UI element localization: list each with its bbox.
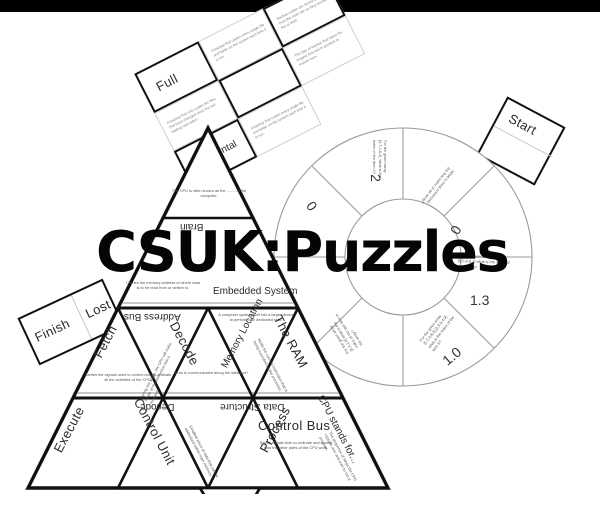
csuk-puzzles-wordmark: CSUK:Puzzles bbox=[96, 220, 510, 285]
cpu-tarsia-triangle-puzzle: The CPU is often known as the ........ o… bbox=[22, 122, 394, 494]
grid-label-full: Full bbox=[153, 70, 181, 95]
array-index-wheel-puzzle: 2 0 0 1.3 1.0 For the given array [3,7,4… bbox=[272, 126, 534, 388]
wheel-graphic bbox=[273, 127, 533, 387]
grid-cell-text: A backup that copies every single file a… bbox=[210, 22, 267, 62]
triangle-graphic bbox=[25, 124, 391, 494]
